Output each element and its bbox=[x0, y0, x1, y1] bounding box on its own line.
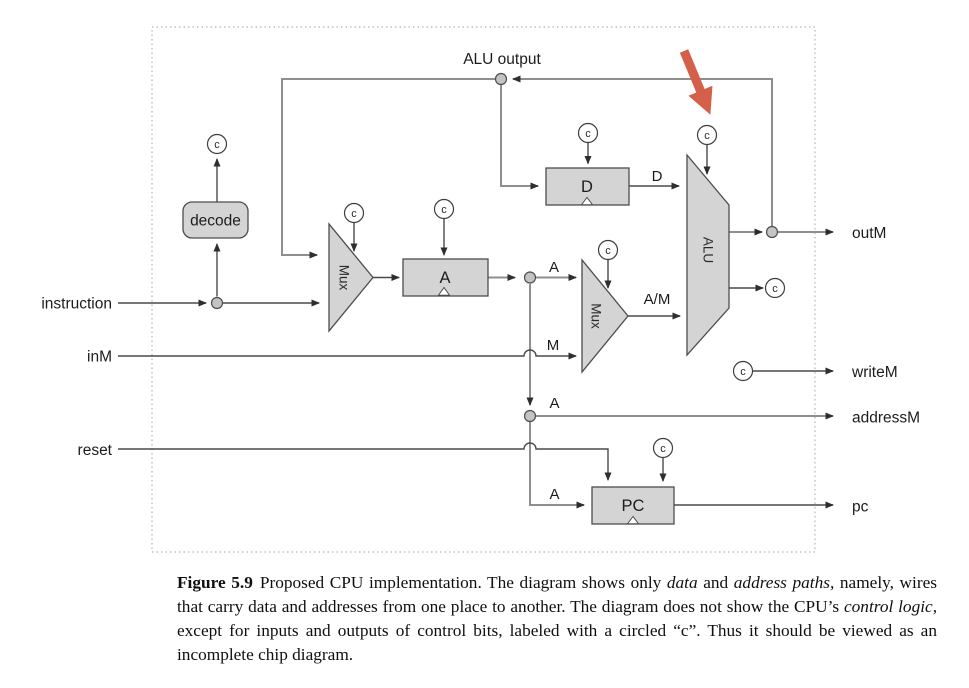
wire-reset-to-pc bbox=[118, 442, 612, 481]
decode-shape bbox=[182, 201, 249, 239]
control-bit-letter: c bbox=[605, 245, 611, 257]
wire-a-to-pc bbox=[529, 422, 585, 509]
control-bit-circle bbox=[732, 360, 754, 382]
d-register: D bbox=[545, 167, 630, 206]
caption-text: Proposed CPU implementation. The diagram… bbox=[259, 573, 667, 592]
control-bit-letter: c bbox=[660, 443, 666, 455]
mux2: Mux bbox=[581, 258, 629, 374]
control-bit-circle bbox=[206, 133, 228, 155]
alu-label: ALU bbox=[700, 237, 715, 263]
control-bit-letter: c bbox=[585, 128, 591, 140]
a-register-clock-caret bbox=[437, 286, 451, 296]
control-bit-a-register: c bbox=[433, 198, 455, 220]
outM-junction-dot bbox=[765, 225, 779, 239]
control-bit-circle bbox=[577, 122, 599, 144]
control-bit-circle bbox=[652, 437, 674, 459]
caption-figure-number: Figure 5.9 bbox=[177, 573, 253, 592]
outM-output-label: outM bbox=[852, 225, 886, 242]
mux2-shape bbox=[581, 258, 629, 374]
d-register-label: D bbox=[581, 178, 593, 196]
pc-register-clock-caret bbox=[626, 515, 640, 525]
wires-dark bbox=[118, 142, 834, 509]
wire-label-a-pc: A bbox=[549, 486, 559, 503]
a-register: A bbox=[402, 258, 489, 297]
control-bit-letter: c bbox=[214, 139, 220, 151]
control-bit-decode: c bbox=[206, 133, 228, 155]
wire-label-a-to-mux2: A bbox=[549, 259, 559, 276]
mux1-shape bbox=[328, 222, 374, 333]
wire-inM-to-mux2 bbox=[118, 349, 577, 360]
cpu-diagram: decode Mux A D Mux ALU PC c c bbox=[41, 26, 920, 553]
control-bit-mux1: c bbox=[343, 202, 365, 224]
pc-register: PC bbox=[591, 486, 675, 525]
inM-input-label: inM bbox=[87, 349, 112, 366]
writeM-output-label: writeM bbox=[851, 364, 898, 381]
instruction-input-label: instruction bbox=[41, 296, 112, 313]
control-bit-circle bbox=[343, 202, 365, 224]
a-bus-junction-dot bbox=[523, 271, 537, 284]
control-bit-writeM: c bbox=[732, 360, 754, 382]
pc-register-label: PC bbox=[622, 497, 645, 515]
pc-output-label: pc bbox=[852, 499, 869, 516]
control-bit-letter: c bbox=[351, 208, 357, 220]
alu-shape bbox=[686, 153, 730, 357]
control-bit-letter: c bbox=[704, 130, 710, 142]
mux2-label: Mux bbox=[588, 303, 603, 329]
alu: ALU bbox=[686, 153, 730, 357]
a-register-label: A bbox=[439, 269, 450, 287]
reset-input-label: reset bbox=[78, 442, 113, 459]
wires-gray-net bbox=[281, 75, 834, 509]
decode-box: decode bbox=[182, 201, 249, 239]
control-bit-d-register: c bbox=[577, 122, 599, 144]
instruction-junction-dot bbox=[210, 296, 224, 310]
control-bit-letter: c bbox=[441, 204, 447, 216]
control-bit-letter: c bbox=[740, 366, 746, 378]
decode-label: decode bbox=[190, 213, 241, 230]
caption-italic-data: data bbox=[666, 573, 698, 592]
caption-italic-control-logic: control logic bbox=[844, 597, 933, 616]
wire-alu-output-feedback-top bbox=[512, 75, 773, 226]
caption-text: and bbox=[697, 573, 734, 592]
wire-feedback-to-mux1 bbox=[281, 78, 495, 259]
control-bit-alu: c bbox=[696, 124, 718, 146]
d-register-clock-caret bbox=[580, 196, 594, 206]
control-bit-circle bbox=[597, 239, 619, 261]
wire-label-d: D bbox=[652, 168, 663, 185]
control-bit-letter: c bbox=[772, 283, 778, 295]
control-bit-pc: c bbox=[652, 437, 674, 459]
wire-feedback-to-d-register bbox=[500, 85, 539, 190]
wire-label-m-to-mux2: M bbox=[547, 337, 560, 354]
control-bit-alu-flags: c bbox=[764, 277, 786, 299]
addressM-output-label: addressM bbox=[852, 410, 920, 427]
control-bit-circle bbox=[433, 198, 455, 220]
addressM-junction-dot bbox=[523, 409, 537, 423]
alu-output-junction-dot bbox=[494, 72, 508, 86]
caption-italic-address-paths: address paths bbox=[733, 573, 830, 592]
caption-text: , namely, wires that carry data and addr… bbox=[177, 573, 937, 616]
alu-output-label: ALU output bbox=[463, 51, 541, 68]
mux1-label: Mux bbox=[336, 265, 351, 291]
caption-text: , except for inputs and outputs of contr… bbox=[177, 597, 938, 664]
figure-caption: Figure 5.9 Proposed CPU implementation. T… bbox=[177, 571, 937, 667]
control-bit-circle bbox=[696, 124, 718, 146]
wire-label-am: A/M bbox=[644, 291, 671, 308]
control-bit-mux2: c bbox=[597, 239, 619, 261]
red-annotation-arrow bbox=[679, 49, 713, 115]
wire-label-a-addressM: A bbox=[549, 395, 559, 412]
mux1: Mux bbox=[328, 222, 374, 333]
control-bit-circle bbox=[764, 277, 786, 299]
